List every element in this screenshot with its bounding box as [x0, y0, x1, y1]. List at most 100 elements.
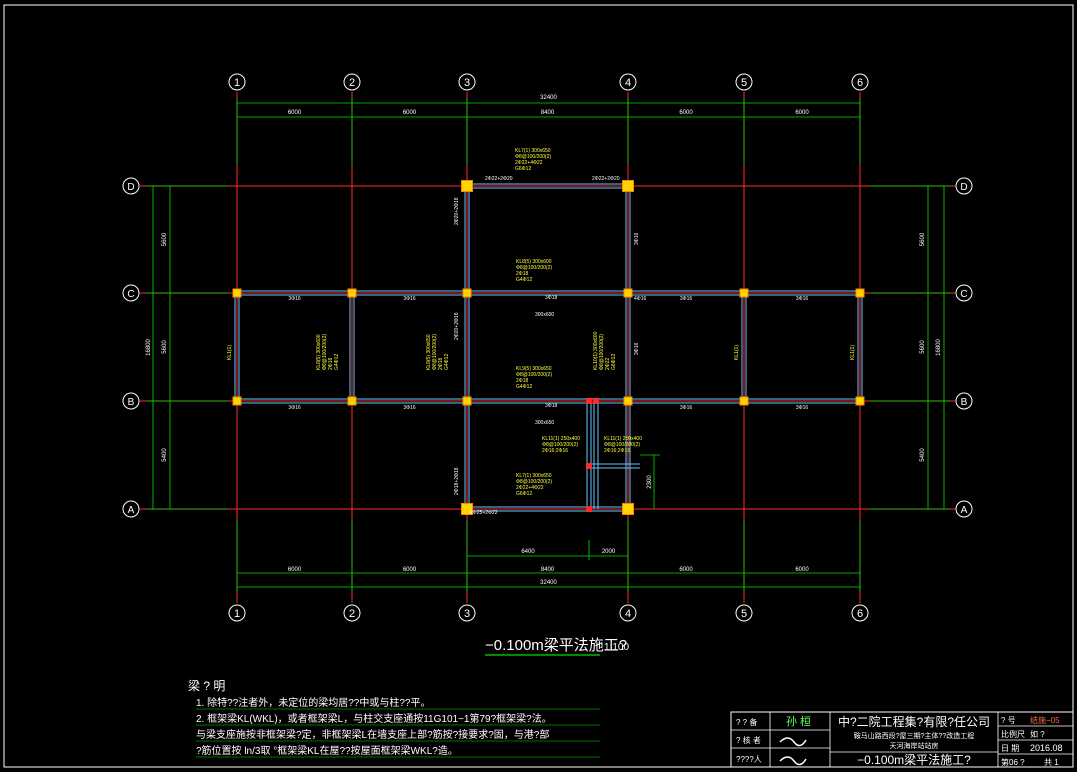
column-small — [586, 506, 592, 512]
grid-bubble — [122, 392, 140, 410]
column — [232, 288, 242, 298]
beam-label: 3Φ18 — [545, 403, 558, 409]
beam-note: KL11(1) 250x400 — [604, 436, 642, 442]
dim-left-row: 5400 — [162, 448, 168, 462]
beam-label: 3Φ16 — [680, 405, 693, 411]
beam-note: Φ8@100/200(2) — [599, 334, 605, 370]
titleblock-info-label: 比例尺 — [1001, 729, 1025, 739]
beam-label: 2Φ25+2Φ22 — [470, 510, 498, 516]
titleblock-project: 鞍马山路西段?屋三期?主体??改造工程 — [854, 731, 975, 740]
beam-label: 3Φ16 — [288, 405, 301, 411]
grid-label-A: A — [961, 505, 968, 516]
grid-label-1: 1 — [234, 77, 240, 89]
column — [462, 396, 472, 406]
notes-line: ?筋位置按 ln/3取 °框架梁KL在屋??按屋面框架梁WKL?造。 — [196, 744, 458, 757]
beam-label: 3Φ16 — [403, 405, 416, 411]
beam-note: 2Φ16;2Φ16 — [604, 448, 630, 454]
dim-total-top: 32400 — [540, 95, 557, 101]
beam-note: 2Φ22 — [605, 357, 611, 370]
column — [855, 288, 865, 298]
grid-bubble — [955, 500, 973, 518]
dim-span-bottom: 6000 — [288, 567, 302, 573]
column-small — [593, 398, 599, 404]
dim-right-row: 5600 — [920, 340, 926, 354]
dim-extra: 6400 — [521, 549, 535, 555]
beam-note: Φ8@100/200(2) — [322, 334, 328, 370]
titleblock-info-value: 结施−05 — [1030, 715, 1060, 725]
beam-kl-label: KL1(1) — [734, 345, 740, 360]
grid-label-C: C — [127, 289, 134, 300]
titleblock-info-label: 第06 ? — [1001, 757, 1025, 767]
grid-label-D: D — [960, 182, 967, 193]
grid-label-2: 2 — [349, 608, 355, 620]
beam-note: KL10(1) 300x600 — [593, 331, 599, 370]
column-small — [586, 398, 592, 404]
beam-label: 3Φ16 — [288, 296, 301, 302]
beam-label: 3Φ16 — [680, 296, 693, 302]
beam-note: Φ8@100/200(2) — [604, 442, 640, 448]
grid-bubble — [619, 604, 637, 622]
beam-label: 3Φ18 — [545, 295, 558, 301]
beam-note: G6Φ12 — [515, 166, 531, 172]
beam-kl-label: KL1(1) — [227, 345, 233, 360]
notes-heading: 梁 ? 明 — [188, 678, 225, 693]
signature-scribble — [779, 737, 807, 747]
grid-label-5: 5 — [741, 608, 747, 620]
beam-note: Φ8@100/200(2) — [432, 334, 438, 370]
beam-note: G4Φ12 — [334, 354, 340, 370]
titleblock-label: ? 核 者 — [736, 735, 761, 745]
dim-span-bottom: 6000 — [795, 567, 809, 573]
titleblock-info-label: ? 号 — [1001, 716, 1016, 725]
beam-label: 3Φ16 — [796, 405, 809, 411]
beam-label: 300x600 — [535, 312, 554, 318]
grid-bubble — [458, 73, 476, 91]
dim-span-bottom: 6000 — [403, 567, 417, 573]
titleblock-info-value: 2016.08 — [1030, 743, 1063, 753]
grid-bubble — [955, 177, 973, 195]
beam-note: KL8(5) 300x600 — [316, 334, 322, 370]
dim-side-extra: 2300 — [647, 475, 653, 489]
beam-label: 2Φ22+2Φ20 — [485, 176, 513, 182]
dim-span-bottom: 6000 — [679, 567, 693, 573]
dim-left-total: 16800 — [146, 338, 152, 355]
dim-right-total: 16800 — [936, 338, 942, 355]
beam-label: 2Φ18+2Φ18 — [454, 467, 460, 495]
titleblock-info-value: 如 ? — [1030, 729, 1045, 739]
dim-span-top: 6000 — [795, 110, 809, 116]
grid-bubble — [851, 604, 869, 622]
grid-bubble — [458, 604, 476, 622]
drawing-title: −0.100m梁平法施工? — [485, 637, 627, 654]
grid-label-6: 6 — [857, 608, 863, 620]
dim-left-row: 5600 — [162, 340, 168, 354]
grid-label-D: D — [127, 182, 134, 193]
grid-label-4: 4 — [625, 608, 631, 620]
notes-line: 2. 框架梁KL(WKL)，或者框架梁L，与柱交支座通按11G101−1第79?… — [196, 712, 552, 725]
beam-note: 2Φ22+4Φ22 — [515, 160, 543, 166]
beam-note: Φ8@100/200(2) — [516, 372, 552, 378]
grid-bubble — [343, 73, 361, 91]
column — [739, 288, 749, 298]
beam-note: 2Φ22+4Φ22 — [516, 485, 544, 491]
grid-bubble — [228, 604, 246, 622]
titleblock-info-value: 共 1 — [1044, 758, 1059, 767]
beam-note: 2Φ18 — [328, 357, 334, 370]
beam-label: 3Φ16 — [634, 342, 640, 355]
notes-line: 1. 除特??注者外，未定位的梁均居??中或与柱??平。 — [196, 696, 431, 709]
beam-note: KL11(1) 250x400 — [542, 436, 580, 442]
grid-bubble — [735, 73, 753, 91]
column — [347, 288, 357, 298]
beam-note: Φ8@100/200(2) — [542, 442, 578, 448]
beam-label: 3Φ16 — [634, 232, 640, 245]
beam-note: 2Φ18 — [438, 357, 444, 370]
grid-label-4: 4 — [625, 77, 631, 89]
column — [739, 396, 749, 406]
column — [622, 180, 634, 192]
column — [232, 396, 242, 406]
grid-bubble — [122, 177, 140, 195]
beam-note: KL7(1) 300x650 — [515, 148, 551, 154]
grid-bubble — [228, 73, 246, 91]
beam-note: G6Φ12 — [516, 491, 532, 497]
signature-scribble — [779, 756, 807, 766]
dim-span-top: 6000 — [679, 110, 693, 116]
